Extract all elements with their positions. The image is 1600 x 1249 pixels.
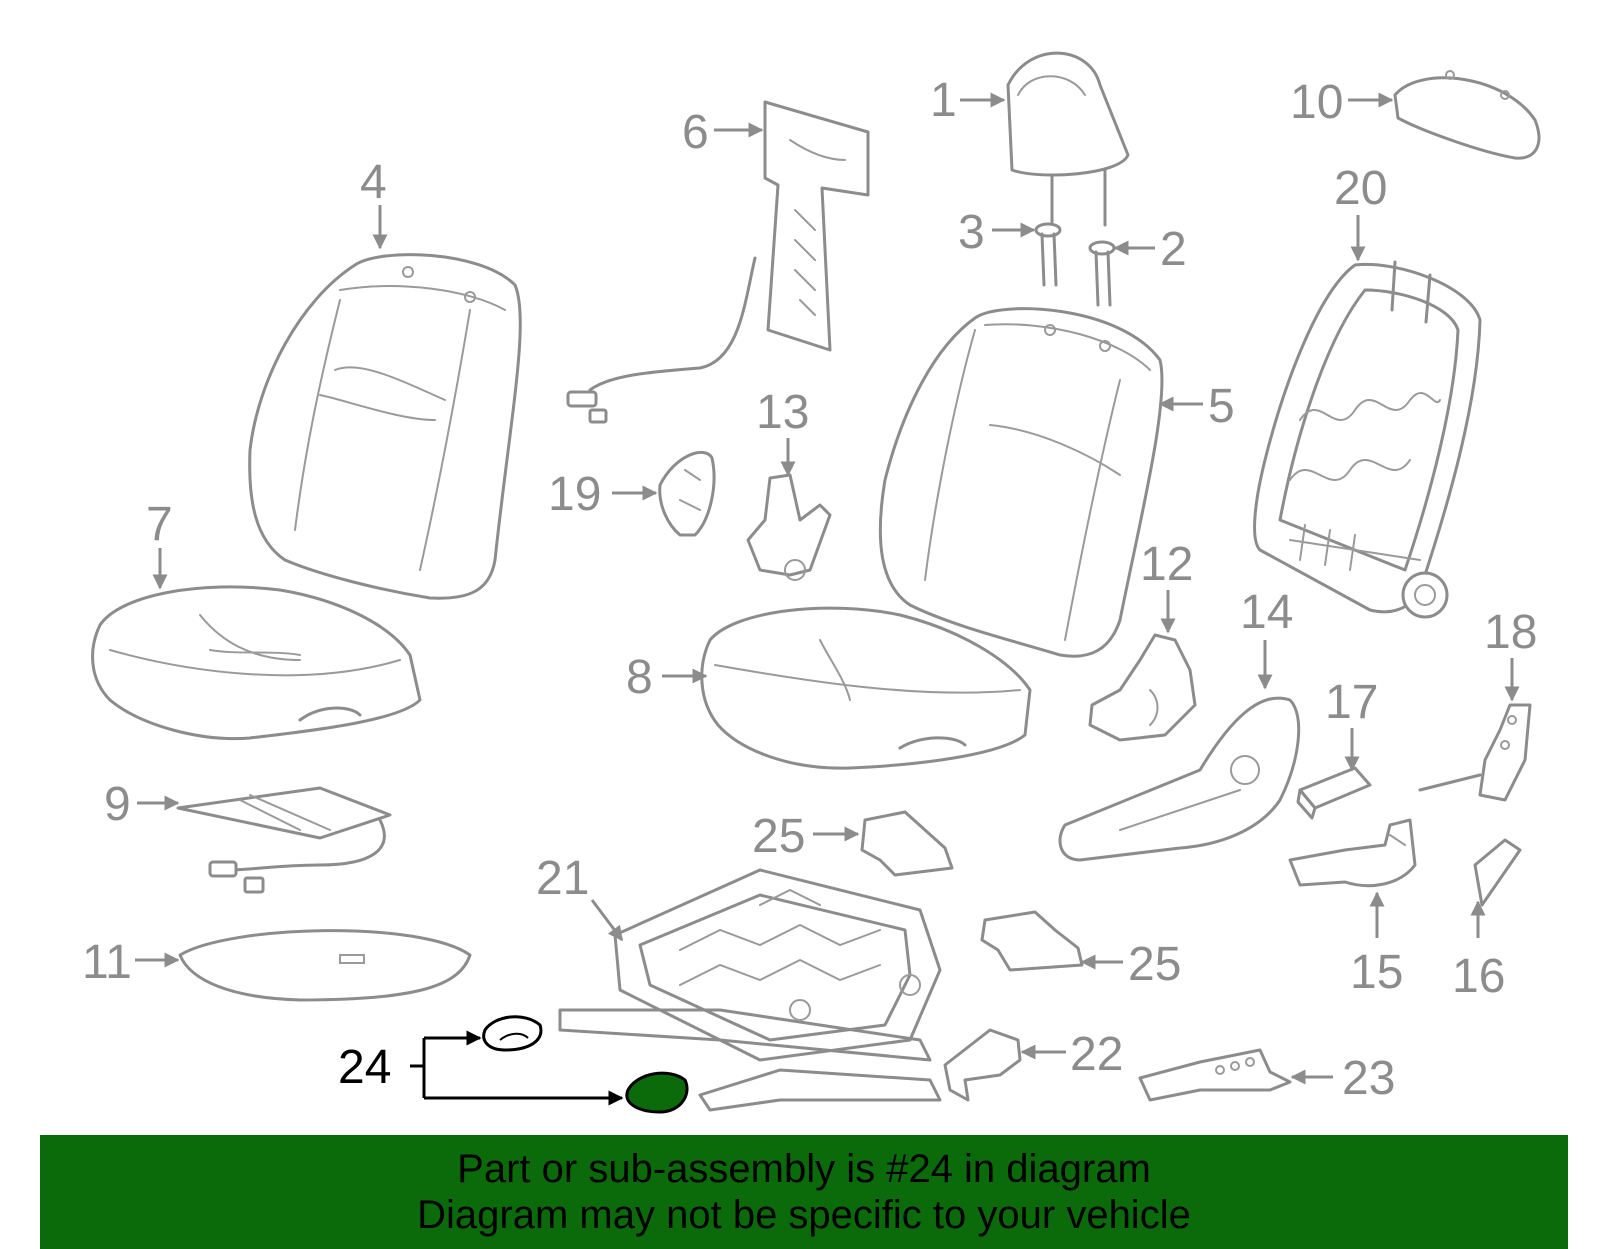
part-19-side-cover	[658, 451, 716, 537]
callout-10: 10	[1290, 76, 1343, 129]
part-5-seat-back-pad	[878, 307, 1164, 658]
part-7-seat-cushion-cover	[91, 585, 422, 741]
part-2-guide	[1088, 240, 1116, 307]
callout-24: 24	[338, 1041, 391, 1094]
part-9-cushion-heater	[176, 786, 392, 894]
banner-line-1: Part or sub-assembly is #24 in diagram	[457, 1147, 1151, 1191]
callout-19: 19	[548, 468, 601, 521]
part-21-seat-frame	[558, 868, 942, 1112]
leader-lines	[135, 92, 1520, 1085]
part-23-cover	[1138, 1048, 1292, 1102]
part-14-side-trim	[1058, 696, 1301, 862]
callout-18: 18	[1484, 606, 1537, 659]
part-25-bracket-upper	[860, 810, 954, 877]
callout-6: 6	[682, 106, 709, 159]
callout-9: 9	[104, 778, 131, 831]
callout-16: 16	[1452, 950, 1505, 1003]
part-17-knob	[1296, 766, 1372, 820]
callout-25-upper: 25	[752, 810, 805, 863]
callout-21: 21	[536, 852, 589, 905]
part-12-cover	[1088, 633, 1197, 742]
part-22-cover	[943, 1028, 1022, 1102]
callout-8: 8	[626, 651, 653, 704]
callout-2: 2	[1160, 223, 1187, 276]
part-20-seat-back-frame	[1253, 260, 1482, 619]
banner-line-2: Diagram may not be specific to your vehi…	[417, 1193, 1191, 1237]
callout-12: 12	[1140, 538, 1193, 591]
part-25-bracket-lower	[980, 910, 1084, 972]
callout-5: 5	[1208, 380, 1235, 433]
part-11-cushion-pad	[178, 929, 472, 1002]
part-15-handle	[1288, 818, 1417, 888]
part-13-bracket	[746, 473, 832, 581]
callout-3: 3	[958, 206, 985, 259]
callout-15: 15	[1350, 946, 1403, 999]
part-16-cover	[1473, 838, 1522, 907]
part-8-seat-cushion-pad	[700, 606, 1032, 770]
callout-14: 14	[1240, 586, 1293, 639]
part-1-headrest	[1006, 51, 1130, 230]
callout-23: 23	[1342, 1052, 1395, 1105]
info-banner: Part or sub-assembly is #24 in diagram D…	[40, 1135, 1568, 1249]
part-10-pad	[1393, 70, 1541, 160]
callout-11: 11	[82, 936, 132, 989]
callout-7: 7	[146, 498, 173, 551]
callout-25-lower: 25	[1128, 938, 1181, 991]
leader-lines-24	[410, 1030, 624, 1106]
callout-1: 1	[930, 74, 957, 127]
part-18-lever	[1418, 703, 1532, 802]
part-3-guide	[1034, 222, 1062, 287]
callout-13: 13	[756, 386, 809, 439]
part-6-heater-mat	[566, 100, 870, 424]
callout-labels: 1 2 3 4 5 6 7 8 9 10 11 12 13 14 15 16 1…	[82, 74, 1537, 1105]
callout-20: 20	[1334, 162, 1387, 215]
callout-17: 17	[1325, 676, 1378, 729]
callout-4: 4	[360, 156, 387, 209]
part-4-seat-back-cover	[248, 253, 522, 600]
callout-22: 22	[1070, 1028, 1123, 1081]
part-24-covers	[482, 1015, 689, 1114]
